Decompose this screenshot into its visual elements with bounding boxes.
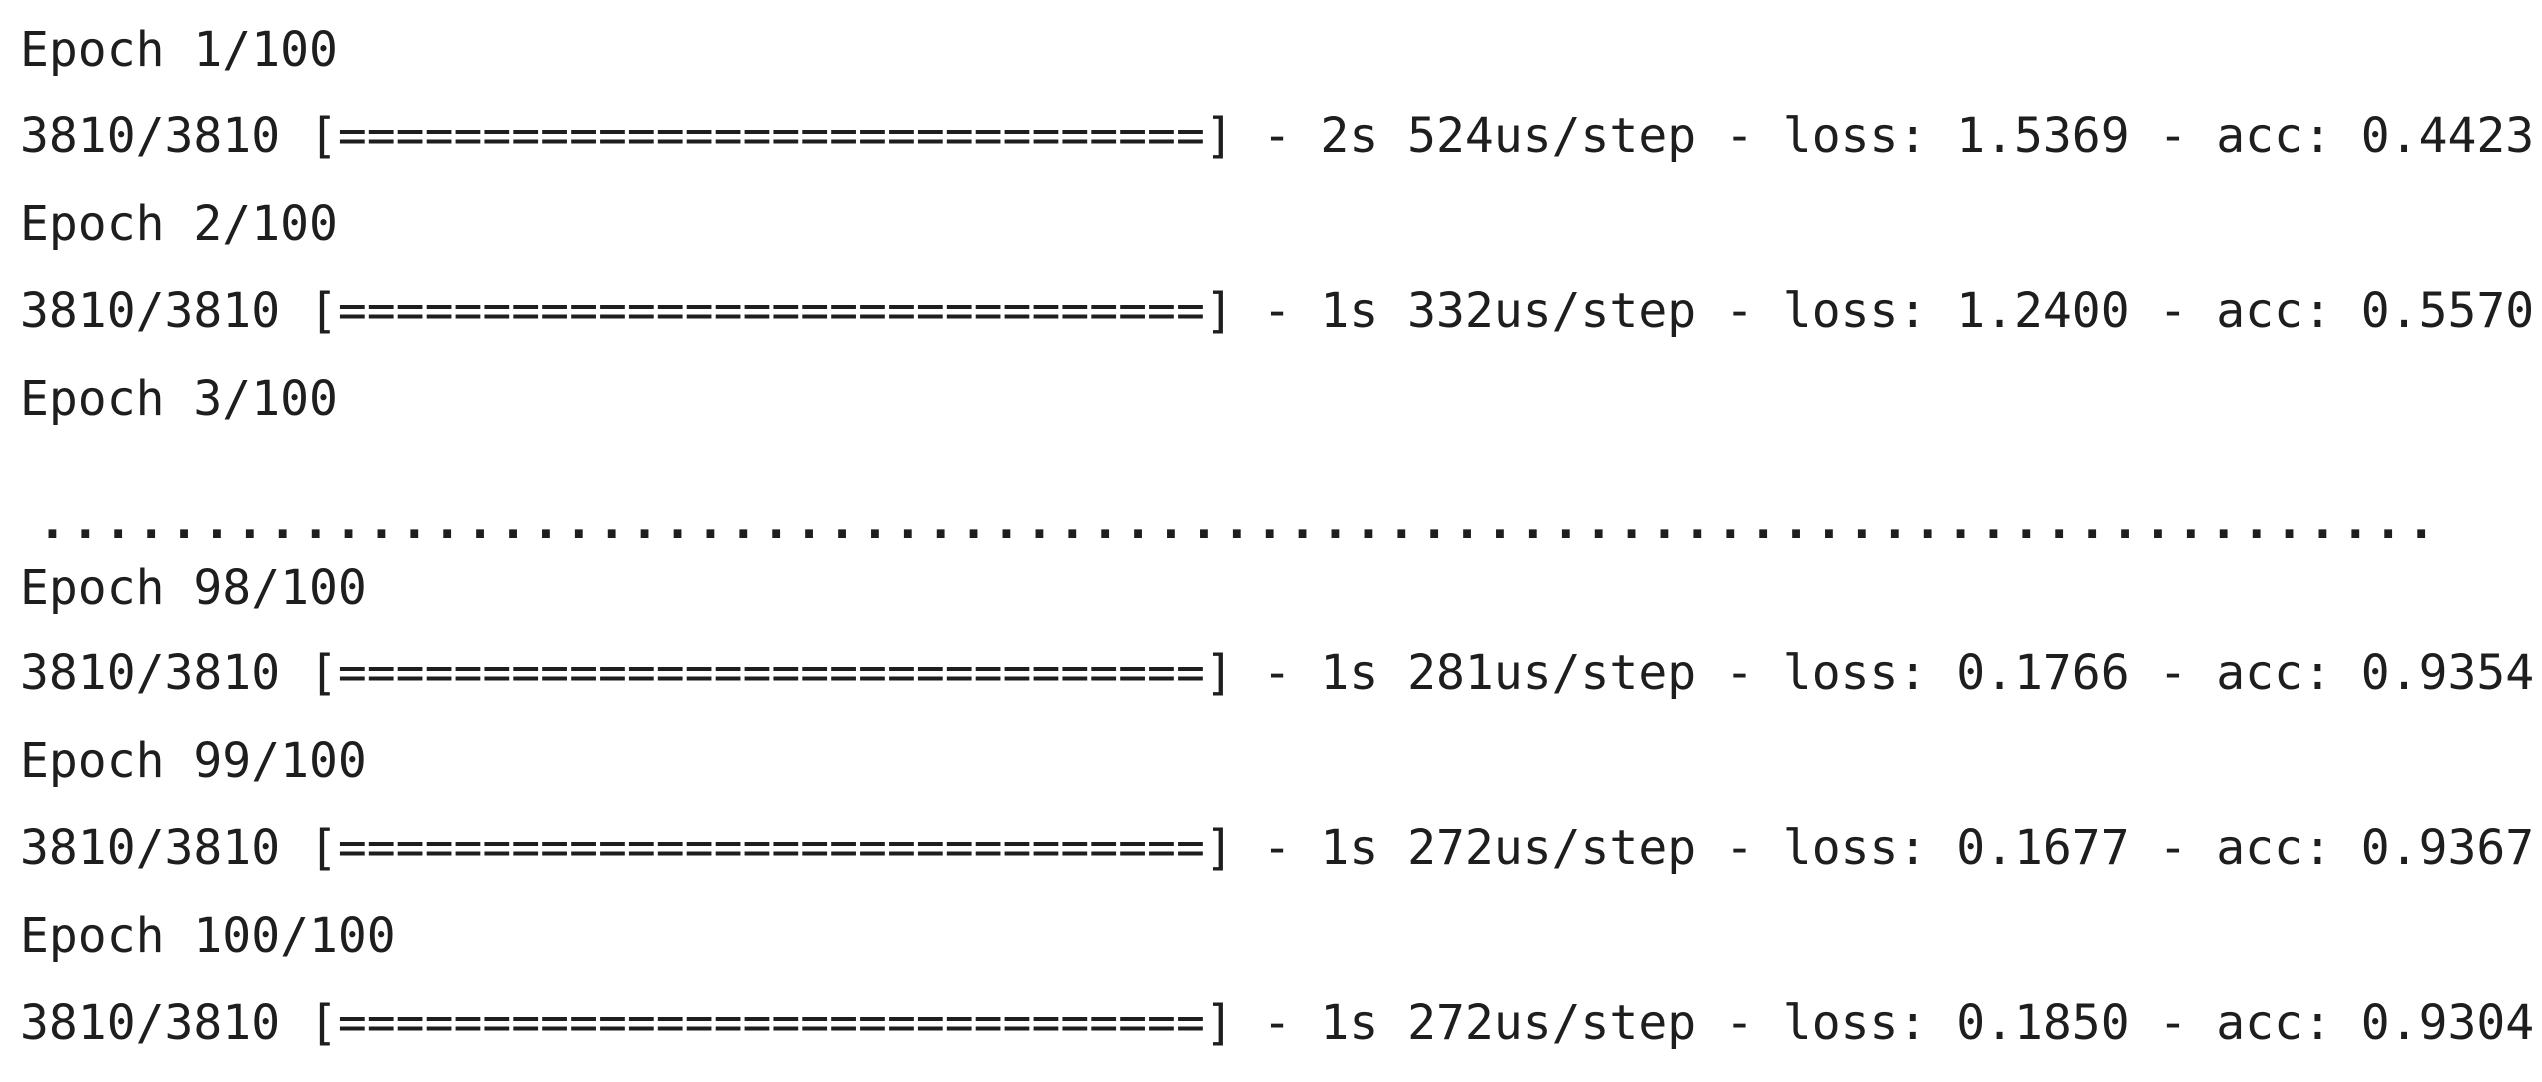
progress-line-1: 3810/3810 [=============================… bbox=[20, 108, 2535, 164]
progress-line-2: 3810/3810 [=============================… bbox=[20, 283, 2535, 339]
progress-line-99: 3810/3810 [=============================… bbox=[20, 820, 2535, 876]
epoch-header-1: Epoch 1/100 bbox=[20, 22, 338, 78]
epoch-header-98: Epoch 98/100 bbox=[20, 560, 367, 616]
epoch-header-100: Epoch 100/100 bbox=[20, 908, 396, 964]
progress-line-98: 3810/3810 [=============================… bbox=[20, 645, 2535, 701]
epoch-header-3: Epoch 3/100 bbox=[20, 371, 338, 427]
progress-line-100: 3810/3810 [=============================… bbox=[20, 995, 2535, 1051]
epoch-header-2: Epoch 2/100 bbox=[20, 196, 338, 252]
ellipsis-divider: ........................................… bbox=[38, 494, 2440, 550]
epoch-header-99: Epoch 99/100 bbox=[20, 733, 367, 789]
